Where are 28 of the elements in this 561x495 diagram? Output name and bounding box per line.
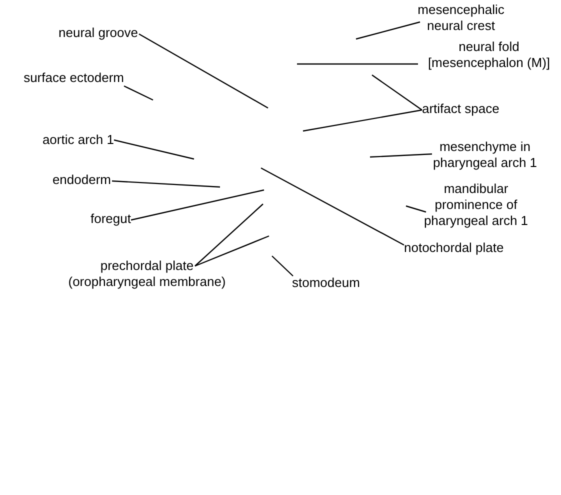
callout-label: foregut [84,211,131,227]
callout-label: mesenchyme in pharyngeal arch 1 [418,139,552,171]
leader-line [138,33,268,109]
callout-label: artifact space [422,101,512,117]
callout-label: aortic arch 1 [36,132,114,148]
callout-label: neural fold [mesencephalon (M)] [418,39,560,71]
leader-line [302,109,422,132]
leader-line [260,167,404,246]
leader-line [130,189,264,221]
leader-line [124,85,154,101]
leader-line [406,205,426,213]
leader-line [114,139,194,160]
callout-label: endoderm [45,172,111,188]
callout-label: mandibular prominence of pharyngeal arch 1 [412,181,540,229]
callout-label: stomodeum [292,275,366,291]
leader-line [112,180,220,188]
leader-line [272,256,294,276]
leader-line [372,74,422,110]
leader-line [370,153,432,158]
leader-line [194,235,270,267]
callout-label: surface ectoderm [14,70,124,86]
callout-label: prechordal plate (oropharyngeal membrane) [58,258,236,290]
leader-line [297,63,418,65]
callout-label: neural groove [50,25,138,41]
callout-label: notochordal plate [404,240,516,256]
leader-line [194,204,264,266]
callout-label: mesencephalic neural crest [404,2,518,34]
leader-line [356,21,420,40]
